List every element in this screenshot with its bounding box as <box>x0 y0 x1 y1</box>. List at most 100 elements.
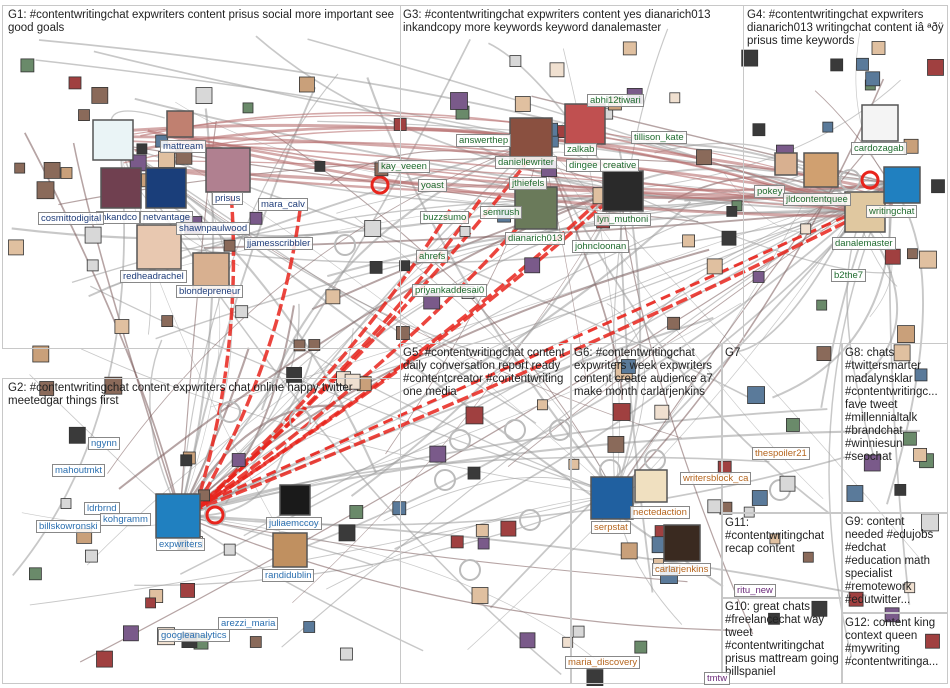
group-box-g8 <box>842 343 948 513</box>
self-loop-red <box>370 175 390 195</box>
node-thumbnail <box>914 368 928 382</box>
node-thumbnail <box>514 96 531 112</box>
node-thumbnail <box>459 225 471 237</box>
node-label-maria-discovery: maria_discovery <box>565 656 641 669</box>
node-avatar <box>861 104 899 142</box>
node-label-priyankaddesai0: priyankaddesai0 <box>412 284 488 297</box>
edge <box>179 270 427 516</box>
self-loop <box>289 409 311 431</box>
self-loop-red <box>205 505 225 525</box>
edge <box>24 132 181 516</box>
node-label-kay-veeen: kay_veeen <box>378 160 430 173</box>
node-thumbnail <box>747 386 765 405</box>
node-thumbnail <box>572 625 585 638</box>
node-label-redheadrachel: redheadrachel <box>120 270 187 283</box>
group-label-g10: G10: great chats #freelancechat way twee… <box>725 601 839 678</box>
edge <box>467 209 856 650</box>
node-thumbnail <box>145 597 157 609</box>
node-thumbnail <box>429 445 447 463</box>
node-avatar <box>663 524 701 562</box>
node-thumbnail <box>114 319 130 334</box>
node-label-randidublin: randidublin <box>262 569 315 582</box>
node-thumbnail <box>195 87 213 104</box>
edge <box>614 141 875 496</box>
node-thumbnail <box>8 239 24 256</box>
edge <box>246 313 616 496</box>
self-loop <box>449 429 471 451</box>
node-label-arezzi-maria: arezzi_maria <box>218 617 279 630</box>
node-label-mattream: mattream <box>160 140 207 153</box>
node-thumbnail <box>465 406 484 425</box>
node-label-kohgramm: kohgramm <box>100 513 151 526</box>
edge <box>269 209 856 459</box>
node-thumbnail <box>682 234 695 248</box>
node-thumbnail <box>91 87 109 104</box>
node-thumbnail <box>223 239 236 252</box>
edge-brown <box>140 111 882 220</box>
node-thumbnail <box>68 426 86 444</box>
node-thumbnail <box>242 102 254 114</box>
node-thumbnail <box>871 41 886 55</box>
node-thumbnail <box>500 520 517 537</box>
node-thumbnail <box>816 346 832 362</box>
group-label-g3: G3: #contentwritingchat expwriters conte… <box>403 9 711 34</box>
node-thumbnail <box>811 600 828 617</box>
node-label-zalkab: zalkab <box>564 143 598 156</box>
node-thumbnail <box>84 226 102 244</box>
node-label-jldcontentquee: jldcontentquee <box>783 193 851 206</box>
edge-red <box>193 198 482 512</box>
node-thumbnail <box>180 454 193 467</box>
node-thumbnail <box>612 403 631 421</box>
node-thumbnail <box>39 381 55 396</box>
node-thumbnail <box>913 447 927 462</box>
group-label-g12: G12: content king context queen #mywriti… <box>845 617 939 668</box>
self-loop <box>434 469 456 491</box>
edge-red <box>194 188 622 512</box>
node-thumbnail <box>752 271 765 283</box>
group-box-g9 <box>842 513 948 613</box>
node-thumbnail <box>325 289 341 305</box>
node-label-jthiefels: jthiefels <box>509 177 548 190</box>
edge <box>772 182 892 399</box>
node-label-abhi12tiwari: abhi12tiwari <box>587 94 644 107</box>
node-avatar <box>272 532 308 568</box>
edge <box>179 429 920 517</box>
node-thumbnail <box>450 535 464 549</box>
node-thumbnail <box>822 121 834 133</box>
node-label-tillison-kate: tillison_kate <box>631 131 687 144</box>
node-label-creative: creative <box>600 159 640 172</box>
node-thumbnail <box>768 612 780 625</box>
group-box-g7 <box>722 343 842 513</box>
node-thumbnail <box>303 621 316 633</box>
group-label-g11: G11: #contentwritingchat recap content <box>725 517 825 555</box>
node-thumbnail <box>897 325 915 344</box>
node-label-carlarjenkins: carlarjenkins <box>652 563 712 576</box>
edge-red <box>193 179 236 511</box>
node-thumbnail <box>721 230 737 246</box>
node-thumbnail <box>816 299 828 311</box>
node-thumbnail <box>477 537 490 550</box>
node-avatar <box>803 152 839 188</box>
node-thumbnail <box>308 339 321 351</box>
node-thumbnail <box>96 650 113 668</box>
group-box-g4 <box>743 5 948 344</box>
node-thumbnail <box>865 71 881 87</box>
node-thumbnail <box>43 161 61 179</box>
node-avatar <box>844 191 886 233</box>
group-label-g9: G9: content needed #edujobs #edchat #edu… <box>845 516 934 606</box>
node-thumbnail <box>751 490 768 506</box>
node-thumbnail <box>364 220 382 237</box>
node-thumbnail <box>85 549 98 563</box>
node-avatar <box>564 103 606 145</box>
node-thumbnail <box>36 181 55 200</box>
node-label-shawnpaulwood: shawnpaulwood <box>176 222 251 235</box>
edge <box>854 209 899 381</box>
node-thumbnail <box>235 305 249 319</box>
node-thumbnail <box>622 41 637 56</box>
node-label-serpstat: serpstat <box>591 521 631 534</box>
edge-brown <box>129 115 868 194</box>
edge <box>179 201 692 516</box>
node-label-answerthep: answerthep <box>456 134 512 147</box>
node-thumbnail <box>669 92 681 104</box>
